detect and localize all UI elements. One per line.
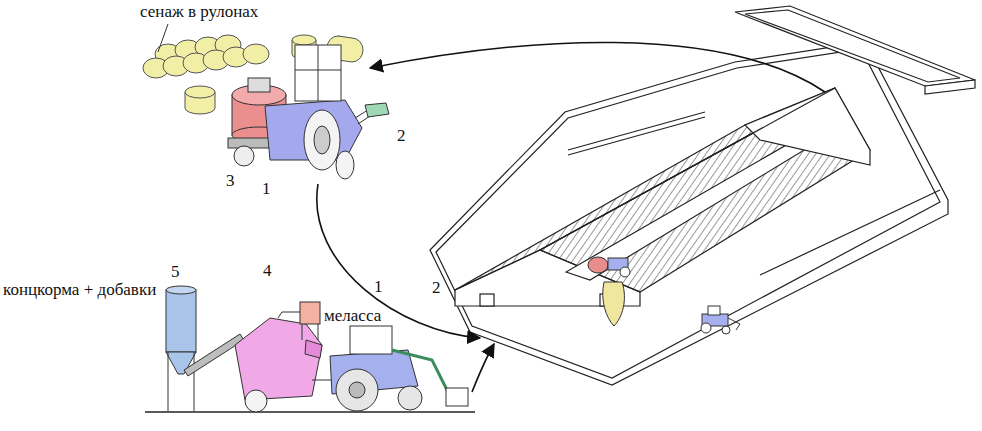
upper-mixer-unit-part [234,146,254,166]
flow-arrows-part [370,42,825,92]
barn-part [480,294,494,306]
yard-fence-part [430,42,948,385]
lower-tractor-part [398,386,422,410]
molasses-tank-part [278,312,300,318]
yard-fence-part [568,117,705,155]
upper-mixer-unit [228,45,389,179]
material-label: сенаж в рулонах [140,3,258,22]
barn-mixer [588,257,630,326]
callout-number: 4 [263,262,272,281]
feed-trough-part [925,80,975,94]
yard-fence-part [436,49,940,378]
upper-mixer-unit-part [295,70,341,71]
molasses-tank [278,302,320,340]
yard-tractor [701,306,740,334]
callout-number: 1 [374,278,383,297]
yard-fence [430,42,948,385]
material-label: концкорма + добавки [3,281,156,300]
yard-tractor-part [701,323,711,333]
hay-bales-part [185,86,215,98]
flow-arrows-part [472,344,494,392]
upper-mixer-unit-part [248,78,270,92]
feed-trough-part [735,6,975,86]
callout-number: 2 [397,127,406,146]
yard-tractor-part [728,318,740,330]
yard-tractor-part [708,306,720,315]
yard-tractor-part [722,326,730,334]
lower-mixer-part [235,318,322,400]
molasses-tank-part [318,324,319,340]
concentrate-silo-part [168,352,169,411]
upper-mixer-unit-part [314,126,330,154]
concentrate-silo-part [184,334,244,376]
concentrate-silo-part [166,290,196,352]
lower-mixer-part [305,340,322,358]
molasses-tank-part [302,324,303,340]
lower-tractor-part [392,350,448,392]
lower-tractor-part [336,369,378,411]
concentrate-silo-part [194,352,195,411]
lower-tractor-part [349,382,365,398]
leader-line [158,24,168,52]
barn-part [540,88,835,250]
callout-number: 5 [171,263,180,282]
callout-number: 1 [262,180,271,199]
callout-number: 2 [432,279,441,298]
yard-fence-part [760,190,940,275]
concentrate-silo [166,286,244,411]
feed-trough [735,6,975,94]
barn-mixer-part [620,267,630,277]
hay-bales-part [338,36,363,62]
barn [455,88,870,306]
ground-line [145,411,475,413]
hay-bales-part [292,35,316,45]
upper-mixer-unit-part [336,151,354,179]
yard-fence-part [568,112,705,150]
upper-mixer-unit-part [304,110,340,170]
barn-mixer-part [603,282,625,326]
upper-mixer-unit-part [318,45,319,101]
lower-tractor [330,326,468,411]
concentrate-silo-part [166,286,196,294]
flow-arrows-part [317,184,480,338]
upper-mixer-unit-part [295,45,341,101]
lower-mixer-part [245,390,267,412]
barn-part [540,88,870,292]
hay-bales-part [243,44,269,64]
callout-number: 3 [226,172,235,191]
material-label: меласса [324,307,381,326]
lower-tractor-part [446,388,468,406]
lower-mixer [235,318,340,412]
feed-trough-part [745,10,960,82]
barn-mixer-part [588,257,608,273]
molasses-tank-part [300,302,320,324]
lower-tractor-part [350,326,392,354]
flow-arrows [317,42,825,392]
upper-mixer-unit-part [365,103,389,117]
